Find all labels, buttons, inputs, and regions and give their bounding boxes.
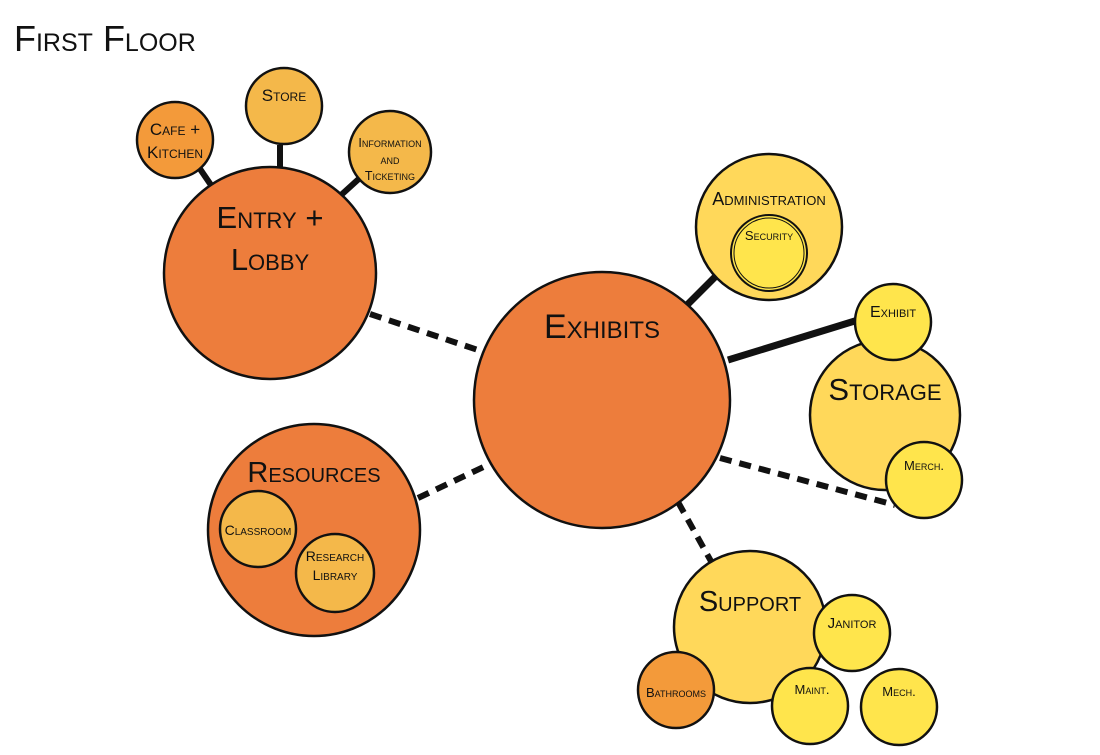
resources-cluster: Resources Classroom Research Library [206, 422, 422, 638]
link-exhibits-support [675, 500, 715, 565]
entry-lobby-label-2: Lobby [231, 242, 310, 277]
exhibits-cluster: Exhibits [472, 270, 732, 530]
merch-bubble [884, 440, 964, 520]
storage-label: Storage [828, 372, 941, 407]
classroom-label: Classroom [225, 522, 292, 538]
mech-bubble [859, 667, 939, 747]
link-exhibits-merch [719, 455, 896, 508]
research-library-bubble [294, 532, 376, 614]
store-bubble [244, 66, 324, 146]
security-ring [733, 217, 805, 289]
exhibit-storage-label: Exhibit [870, 304, 916, 321]
link-exhibits-administration [683, 271, 721, 309]
entry-lobby-cluster: Entry + Lobby Cafe + Kitchen Store Infor… [135, 66, 433, 381]
exhibits-label: Exhibits [544, 308, 660, 346]
bathrooms-label: Bathrooms [646, 685, 706, 700]
research-library-label-1: Research [306, 548, 364, 564]
support-label: Support [699, 586, 801, 618]
mech-label: Mech. [882, 684, 915, 699]
cafe-kitchen-bubble [135, 100, 215, 180]
link-exhibits-resources [416, 459, 496, 501]
store-label: Store [262, 86, 306, 105]
information-bubble [347, 109, 433, 195]
janitor-label: Janitor [828, 615, 877, 632]
janitor-bubble [812, 593, 892, 673]
information-label-3: Ticketing [365, 169, 415, 183]
link-exhibits-entry [369, 311, 485, 355]
resources-label: Resources [247, 457, 380, 489]
security-bubble [730, 214, 808, 292]
information-label-2: and [380, 153, 400, 167]
exhibits-bubble [472, 270, 732, 530]
bathrooms-bubble [636, 650, 716, 730]
administration-cluster: Administration Security [694, 152, 844, 302]
support-cluster: Support Janitor Maint. Mech. Bathrooms [636, 549, 939, 747]
administration-label: Administration [712, 189, 826, 209]
page-title: First Floor [14, 18, 196, 59]
entry-lobby-label-1: Entry + [217, 200, 324, 235]
maint-bubble [770, 666, 850, 746]
maint-label: Maint. [795, 682, 830, 697]
link-exhibits-exhibit-storage [726, 316, 860, 364]
entry-lobby-bubble [162, 165, 378, 381]
research-library-label-2: Library [313, 567, 358, 583]
exhibit-storage-bubble [853, 282, 933, 362]
information-label-1: Information [358, 136, 421, 150]
cafe-kitchen-label-1: Cafe + [150, 120, 200, 139]
storage-cluster: Storage Exhibit Merch. [808, 282, 964, 520]
cafe-kitchen-label-2: Kitchen [147, 143, 203, 162]
merch-label: Merch. [904, 458, 944, 473]
security-label: Security [745, 228, 793, 243]
classroom-bubble [218, 489, 298, 569]
